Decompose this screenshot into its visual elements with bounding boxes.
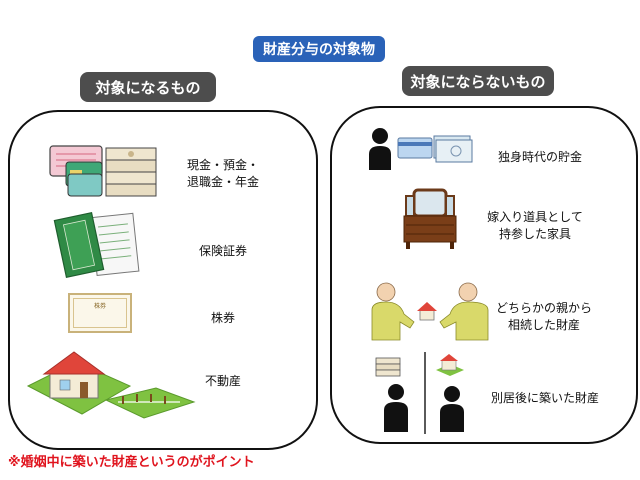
separation-assets-icon bbox=[375, 352, 464, 434]
left-item-2-label: 保険証券 bbox=[188, 243, 258, 260]
left-item-4-label: 不動産 bbox=[188, 373, 258, 390]
right-item-3-line-1: どちらかの親から bbox=[495, 301, 592, 315]
right-item-3-label: どちらかの親から 相続した財産 bbox=[488, 300, 600, 334]
left-item-1-line-2: 退職金・年金 bbox=[186, 175, 259, 189]
right-item-4-label: 別居後に築いた財産 bbox=[482, 390, 608, 407]
left-item-3-line-1: 株券 bbox=[210, 311, 235, 325]
right-item-1-line-1: 独身時代の貯金 bbox=[497, 150, 582, 164]
right-item-3-line-2: 相続した財産 bbox=[507, 318, 580, 332]
money-icon bbox=[49, 145, 157, 197]
person-savings-icon bbox=[369, 128, 473, 170]
left-item-4-line-1: 不動産 bbox=[204, 374, 241, 388]
certificate-heading: 株券 bbox=[93, 303, 106, 310]
right-item-2-label: 嫁入り道具として 持参した家具 bbox=[480, 209, 590, 243]
right-item-1-label: 独身時代の貯金 bbox=[485, 149, 595, 166]
footnote: ※婚姻中に築いた財産というのがポイント bbox=[8, 455, 255, 470]
left-item-3-label: 株券 bbox=[188, 310, 258, 327]
left-header: 対象になるもの bbox=[80, 72, 216, 102]
inheritance-icon bbox=[371, 282, 489, 341]
diagram-title: 財産分与の対象物 bbox=[253, 36, 385, 62]
right-item-2-line-1: 嫁入り道具として bbox=[487, 210, 583, 224]
right-header: 対象にならないもの bbox=[402, 66, 554, 96]
stock-certificate-icon: 株券 bbox=[68, 293, 132, 333]
left-item-1-label: 現金・預金・ 退職金・年金 bbox=[178, 157, 268, 191]
insurance-document-icon bbox=[53, 211, 140, 279]
house-land-icon bbox=[26, 351, 196, 419]
dresser-icon bbox=[403, 188, 457, 249]
left-item-1-line-1: 現金・預金・ bbox=[186, 158, 259, 172]
left-item-2-line-1: 保険証券 bbox=[198, 244, 247, 258]
right-item-2-line-2: 持参した家具 bbox=[498, 227, 571, 241]
right-item-4-line-1: 別居後に築いた財産 bbox=[490, 391, 599, 405]
